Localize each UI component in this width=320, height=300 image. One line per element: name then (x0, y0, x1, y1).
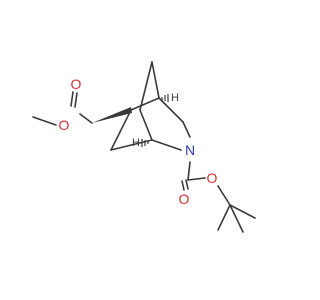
atom-h-stereo-top: H (171, 92, 179, 104)
bond-boc-c-o-single (187, 177, 206, 181)
wedge-ester-to-ring (92, 107, 132, 123)
bond-o-tbu-c (217, 185, 231, 206)
bond-methyl-o (32, 116, 57, 126)
bond-carbonyl-c-o-double-a (74, 92, 78, 108)
bond-c7-bridge (139, 61, 153, 111)
bond-tbu-me3 (229, 204, 244, 233)
molecule-structure-diagram: O O N O O H H (32, 61, 256, 233)
atom-n-ring: N (185, 142, 195, 158)
hash-bond-bottom-h (141, 139, 149, 147)
bond-c3-n (182, 121, 191, 138)
bond-c5-c6 (110, 109, 132, 151)
atom-o-ester-single: O (59, 117, 70, 133)
atom-h-stereo-bottom: H (132, 137, 140, 149)
bond-c5-c4 (130, 97, 160, 111)
bond-o-carbonyl-c (79, 113, 93, 124)
atom-o-boc-double: O (179, 191, 190, 207)
bond-tbu-me2 (229, 204, 256, 219)
bond-c4-c3 (158, 97, 184, 123)
hash-bond-top-h (161, 94, 169, 102)
bond-c1-n (151, 139, 182, 151)
bond-c1-c7 (139, 109, 153, 141)
bond-carbonyl-c-o-double-b (70, 91, 74, 107)
atom-o-ester-double: O (71, 76, 82, 92)
bond-boc-c-o-double-a (185, 179, 189, 190)
bond-boc-c-o-double-b (181, 180, 185, 191)
atom-o-boc-single: O (207, 170, 218, 186)
bond-tbu-me1 (217, 204, 231, 231)
bond-n-boc-c (187, 161, 191, 181)
bond-c4-c7 (151, 61, 160, 99)
